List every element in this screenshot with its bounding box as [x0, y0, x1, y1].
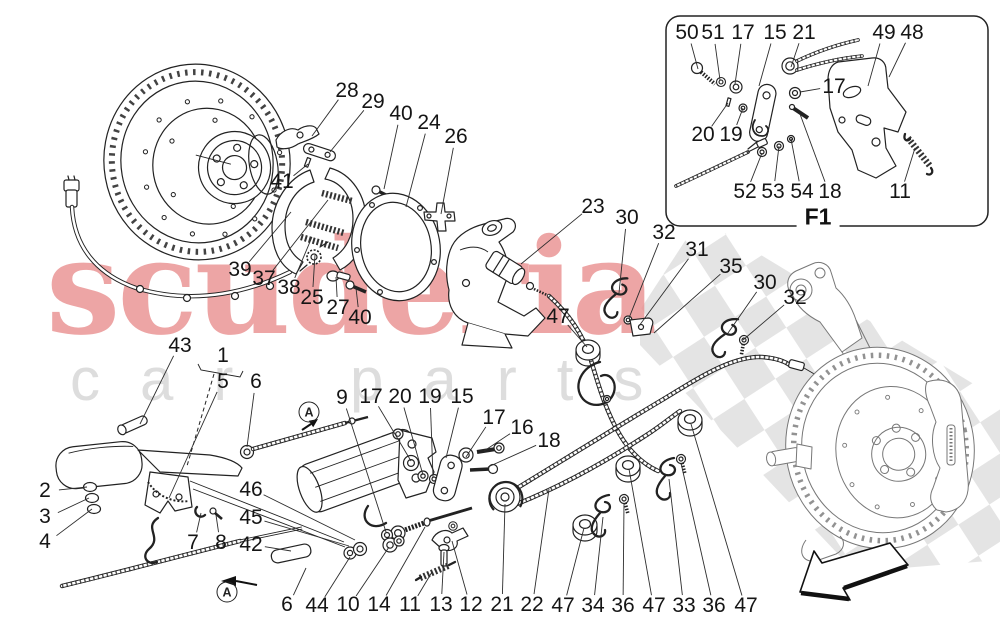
brake-actuator [296, 428, 437, 528]
callout-20: 20 [388, 385, 412, 408]
callout-23: 23 [581, 195, 605, 218]
flow-marker-A: A [298, 401, 320, 423]
callout-31: 31 [685, 238, 709, 261]
backing-plate [351, 192, 441, 302]
rear-brake-disc [765, 261, 975, 562]
direction-arrow [799, 542, 909, 602]
callout-17: 17 [482, 406, 506, 429]
callout-6: 6 [281, 593, 293, 616]
callout-29: 29 [361, 90, 385, 113]
callout-28: 28 [335, 79, 359, 102]
callout-11: 11 [399, 593, 421, 616]
callout-46: 46 [239, 478, 263, 501]
abs-sensor-cable [63, 175, 293, 303]
flow-marker-A: A [216, 581, 238, 603]
callout-47: 47 [642, 594, 666, 617]
callout-21: 21 [792, 21, 816, 44]
wheel-knuckle [446, 217, 546, 349]
callout-51: 51 [701, 21, 725, 44]
callout-7: 7 [187, 531, 199, 554]
spring-clip [709, 313, 741, 361]
cable-grommet [615, 455, 641, 483]
callout-43: 43 [168, 334, 192, 357]
callout-6: 6 [250, 370, 262, 393]
cable-coupling [488, 480, 524, 513]
callout-54: 54 [790, 180, 814, 203]
callout-32: 32 [783, 286, 807, 309]
callout-17: 17 [359, 385, 383, 408]
callout-48: 48 [900, 21, 924, 44]
callout-5: 5 [217, 370, 229, 393]
callout-53: 53 [761, 180, 785, 203]
callout-47: 47 [551, 594, 575, 617]
inset-parts [674, 38, 934, 188]
callout-17: 17 [822, 75, 846, 98]
callout-10: 10 [336, 593, 360, 616]
clip-screw [616, 491, 635, 518]
callout-40: 40 [348, 306, 372, 329]
cable-bracket [629, 317, 654, 337]
callout-26: 26 [444, 125, 468, 148]
callout-15: 15 [763, 21, 787, 44]
callout-25: 25 [300, 286, 324, 309]
callout-9: 9 [336, 386, 348, 409]
callout-19: 19 [418, 385, 442, 408]
cable-sleeve [270, 543, 312, 564]
callout-50: 50 [675, 21, 699, 44]
callout-47: 47 [734, 594, 758, 617]
callout-1: 1 [217, 344, 229, 367]
callout-8: 8 [215, 531, 227, 554]
callout-44: 44 [305, 594, 329, 617]
callout-14: 14 [367, 593, 391, 616]
inset-label: F1 [796, 203, 840, 231]
callout-33: 33 [672, 594, 696, 617]
callout-4: 4 [39, 530, 51, 553]
callout-30: 30 [615, 206, 639, 229]
callout-35: 35 [719, 255, 743, 278]
callout-42: 42 [239, 533, 263, 556]
callout-2: 2 [39, 479, 51, 502]
callout-39: 39 [228, 258, 252, 281]
cable-guide-loop [577, 360, 616, 407]
callout-52: 52 [733, 180, 757, 203]
callout-45: 45 [239, 506, 263, 529]
callout-47: 47 [546, 305, 570, 328]
callout-11: 11 [889, 180, 911, 203]
callout-13: 13 [429, 593, 453, 616]
clip-screw [673, 451, 692, 478]
front-brake-disc [103, 63, 291, 261]
callout-30: 30 [753, 271, 777, 294]
callout-24: 24 [417, 111, 441, 134]
callout-17: 17 [731, 21, 755, 44]
callout-38: 38 [277, 276, 301, 299]
spring-clip [602, 274, 630, 321]
callout-18: 18 [818, 180, 842, 203]
callout-36: 36 [702, 594, 726, 617]
callout-36: 36 [611, 594, 635, 617]
callout-15: 15 [450, 385, 474, 408]
callout-20: 20 [691, 123, 715, 146]
callout-49: 49 [872, 21, 896, 44]
callout-32: 32 [652, 221, 676, 244]
callout-37: 37 [252, 267, 276, 290]
clip-screw [734, 332, 752, 359]
callout-18: 18 [537, 429, 561, 452]
callout-12: 12 [459, 593, 483, 616]
spring-clip [655, 456, 677, 501]
callout-41: 41 [270, 170, 294, 193]
callout-34: 34 [581, 594, 605, 617]
cable-grommet [572, 514, 598, 542]
cable-grommet [677, 409, 703, 437]
callout-27: 27 [326, 296, 350, 319]
callout-3: 3 [39, 505, 51, 528]
callout-19: 19 [719, 123, 743, 146]
callout-21: 21 [490, 593, 514, 616]
callout-22: 22 [520, 593, 544, 616]
callout-40: 40 [389, 102, 413, 125]
handbrake-lever [55, 363, 346, 565]
callout-16: 16 [510, 416, 534, 439]
